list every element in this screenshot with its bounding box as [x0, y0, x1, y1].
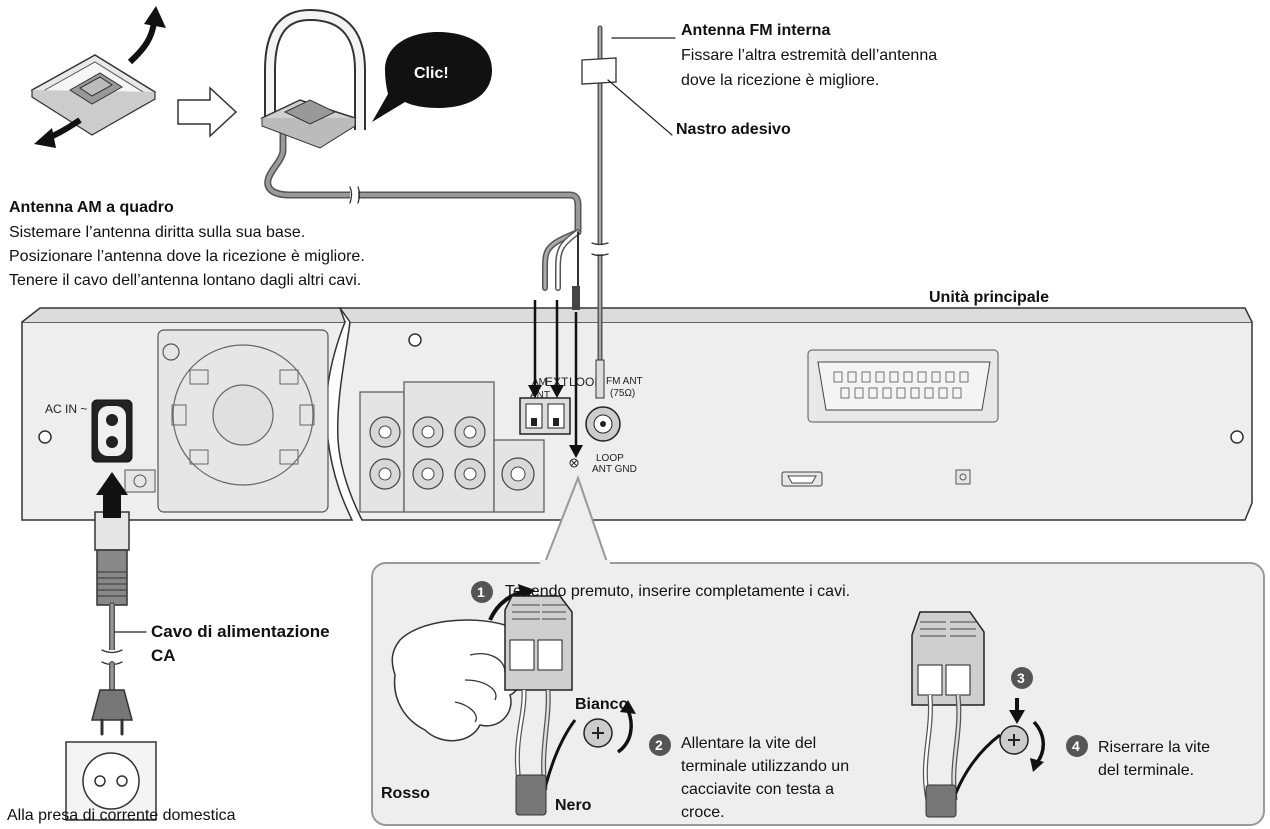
fm-antenna-title: Antenna FM interna	[681, 22, 831, 39]
am-antenna-line-1: Sistemare l’antenna diritta sulla sua ba…	[9, 224, 306, 241]
ant-label: ANT	[530, 390, 550, 401]
step-1-text: Tenendo premuto, inserire completamente …	[505, 583, 851, 600]
step-2-line-4: croce.	[681, 804, 725, 821]
wire-label-black: Nero	[555, 797, 592, 814]
am-antenna-line-2: Posizionare l’antenna dove la ricezione …	[9, 248, 365, 265]
am-antenna-title: Antenna AM a quadro	[9, 199, 174, 216]
loop-gnd-label-2: ANT GND	[592, 464, 637, 475]
power-cable-label-1: Cavo di alimentazione	[151, 622, 330, 641]
step-1-number: 1	[477, 584, 485, 600]
step-2-number: 2	[655, 737, 663, 753]
step-4-line-2: del terminale.	[1098, 762, 1195, 779]
wall-outlet	[65, 741, 157, 821]
step-2-line-3: cacciavite con testa a	[681, 781, 834, 798]
step-4-line-1: Riserrare la vite	[1098, 739, 1211, 756]
click-speech-bubble: Clic!	[372, 32, 492, 122]
am-loop-antenna-standing	[260, 8, 366, 149]
am-antenna-line-3: Tenere il cavo dell’antenna lontano dagl…	[9, 272, 362, 289]
power-cable-label-2: CA	[151, 646, 176, 665]
wire-label-white: Bianco	[575, 696, 629, 713]
fm-ohm-label: (75Ω)	[610, 388, 635, 399]
step-2-line-1: Allentare la vite del	[681, 735, 817, 752]
outlet-label: Alla presa di corrente domestica	[7, 807, 236, 824]
step-3-number: 3	[1017, 670, 1025, 686]
fm-antenna-line-1: Fissare l’altra estremità dell’antenna	[681, 47, 938, 64]
am-loop-antenna-flat	[30, 6, 166, 148]
loop-gnd-label-1: LOOP	[596, 453, 624, 464]
wire-label-red: Rosso	[381, 785, 430, 802]
main-unit-title: Unità principale	[929, 289, 1050, 306]
insert-arrows	[96, 300, 583, 518]
am-label: AM	[532, 377, 547, 388]
click-label: Clic!	[414, 65, 449, 82]
terminal-detail-callout: 1 2 3 4	[371, 475, 1265, 826]
cables	[91, 25, 676, 736]
loop-label: LOOP	[569, 375, 602, 389]
tape-label: Nastro adesivo	[676, 121, 791, 138]
step-2-line-2: terminale utilizzando un	[681, 758, 850, 775]
step-4-number: 4	[1072, 738, 1080, 754]
main-unit-rear-panel: AC IN ~ AM ANT EXT LOOP LOOP ANT GND FM …	[21, 307, 1253, 521]
ac-in-label: AC IN ~	[45, 402, 87, 416]
fm-antenna-line-2: dove la ricezione è migliore.	[681, 72, 880, 89]
hollow-arrow	[177, 86, 238, 138]
fm-ant-label: FM ANT	[606, 376, 643, 387]
